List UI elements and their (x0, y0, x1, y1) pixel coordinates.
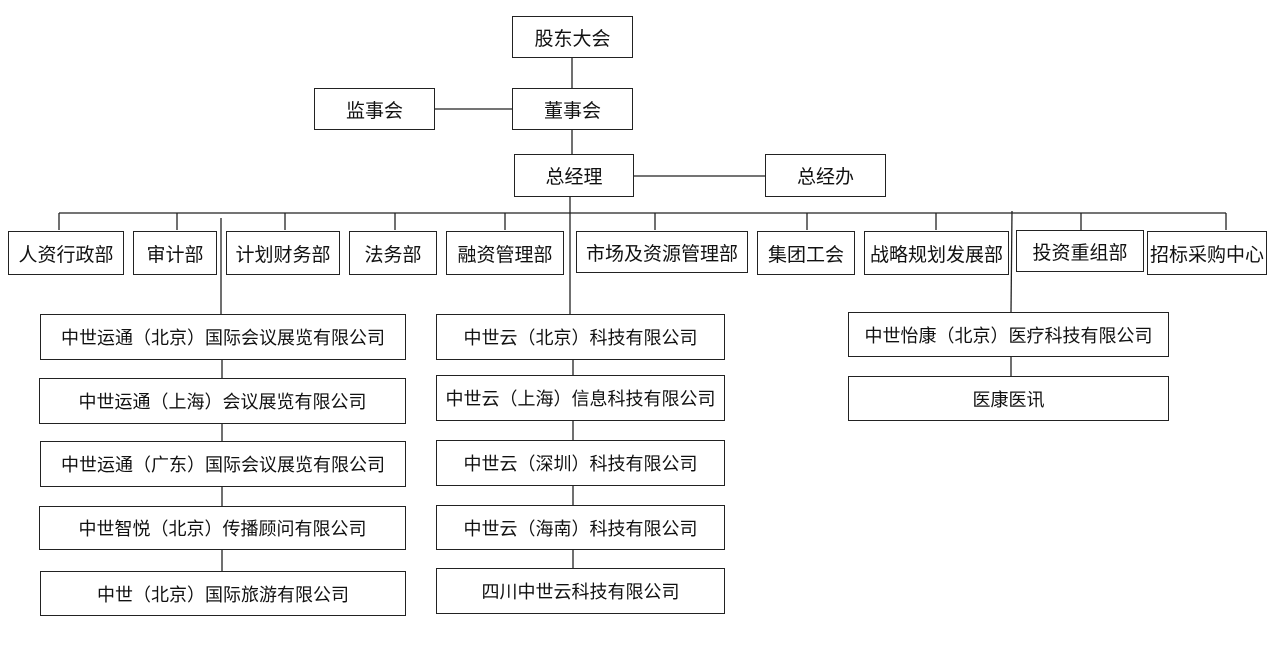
subsidiary-box: 中世云（上海）信息科技有限公司 (436, 375, 725, 421)
subsidiary-box: 中世智悦（北京）传播顾问有限公司 (39, 506, 406, 550)
department-box: 战略规划发展部 (864, 231, 1009, 275)
department-box: 审计部 (133, 231, 217, 275)
department-box: 招标采购中心 (1147, 231, 1267, 275)
supervisors-box: 监事会 (314, 88, 435, 130)
department-box: 人资行政部 (8, 231, 124, 275)
board-box: 董事会 (512, 88, 633, 130)
subsidiary-box: 中世运通（北京）国际会议展览有限公司 (40, 314, 406, 360)
subsidiary-box: 中世云（北京）科技有限公司 (436, 314, 725, 360)
department-box: 市场及资源管理部 (576, 231, 748, 273)
subsidiary-box: 中世云（海南）科技有限公司 (436, 505, 725, 550)
shareholders-box: 股东大会 (512, 16, 633, 58)
subsidiary-box: 中世云（深圳）科技有限公司 (436, 440, 725, 486)
subsidiary-box: 中世运通（广东）国际会议展览有限公司 (40, 441, 406, 487)
subsidiary-box: 中世怡康（北京）医疗科技有限公司 (848, 312, 1169, 357)
department-box: 投资重组部 (1016, 230, 1144, 272)
department-box: 法务部 (349, 231, 437, 275)
general-manager-box: 总经理 (514, 154, 634, 197)
subsidiary-box: 中世（北京）国际旅游有限公司 (40, 571, 406, 616)
trunk-right-column (1010, 210, 1013, 313)
department-box: 融资管理部 (446, 231, 564, 275)
subsidiary-box: 中世运通（上海）会议展览有限公司 (39, 378, 406, 424)
department-box: 计划财务部 (226, 231, 340, 275)
department-box: 集团工会 (757, 231, 855, 275)
subsidiary-box: 四川中世云科技有限公司 (436, 568, 725, 614)
subsidiary-box: 医康医讯 (848, 376, 1169, 421)
gm-office-box: 总经办 (765, 154, 886, 197)
